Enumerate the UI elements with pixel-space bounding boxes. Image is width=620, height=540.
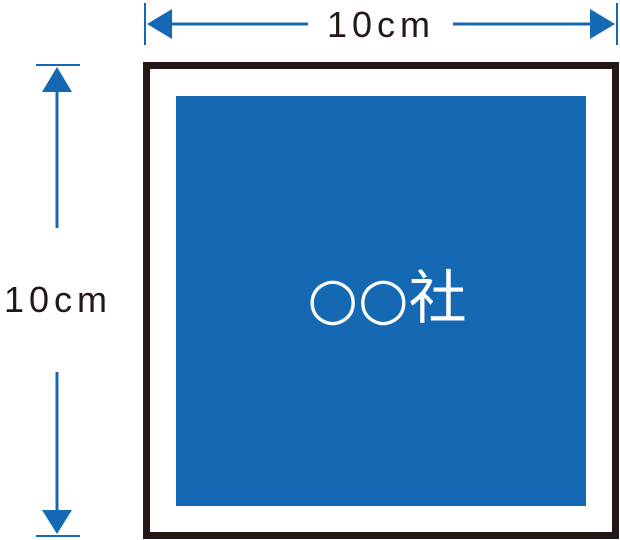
arrow-right-icon [590, 9, 615, 39]
sign-panel [176, 96, 586, 506]
width-label: 10cm [327, 4, 435, 45]
company-name: ○○社 [307, 264, 466, 332]
arrow-down-icon [42, 510, 72, 534]
width-dimension: 10cm [144, 3, 618, 45]
arrow-up-icon [42, 67, 72, 92]
arrow-left-icon [147, 9, 172, 39]
height-dimension: 10cm [4, 64, 112, 537]
height-label: 10cm [4, 279, 112, 320]
